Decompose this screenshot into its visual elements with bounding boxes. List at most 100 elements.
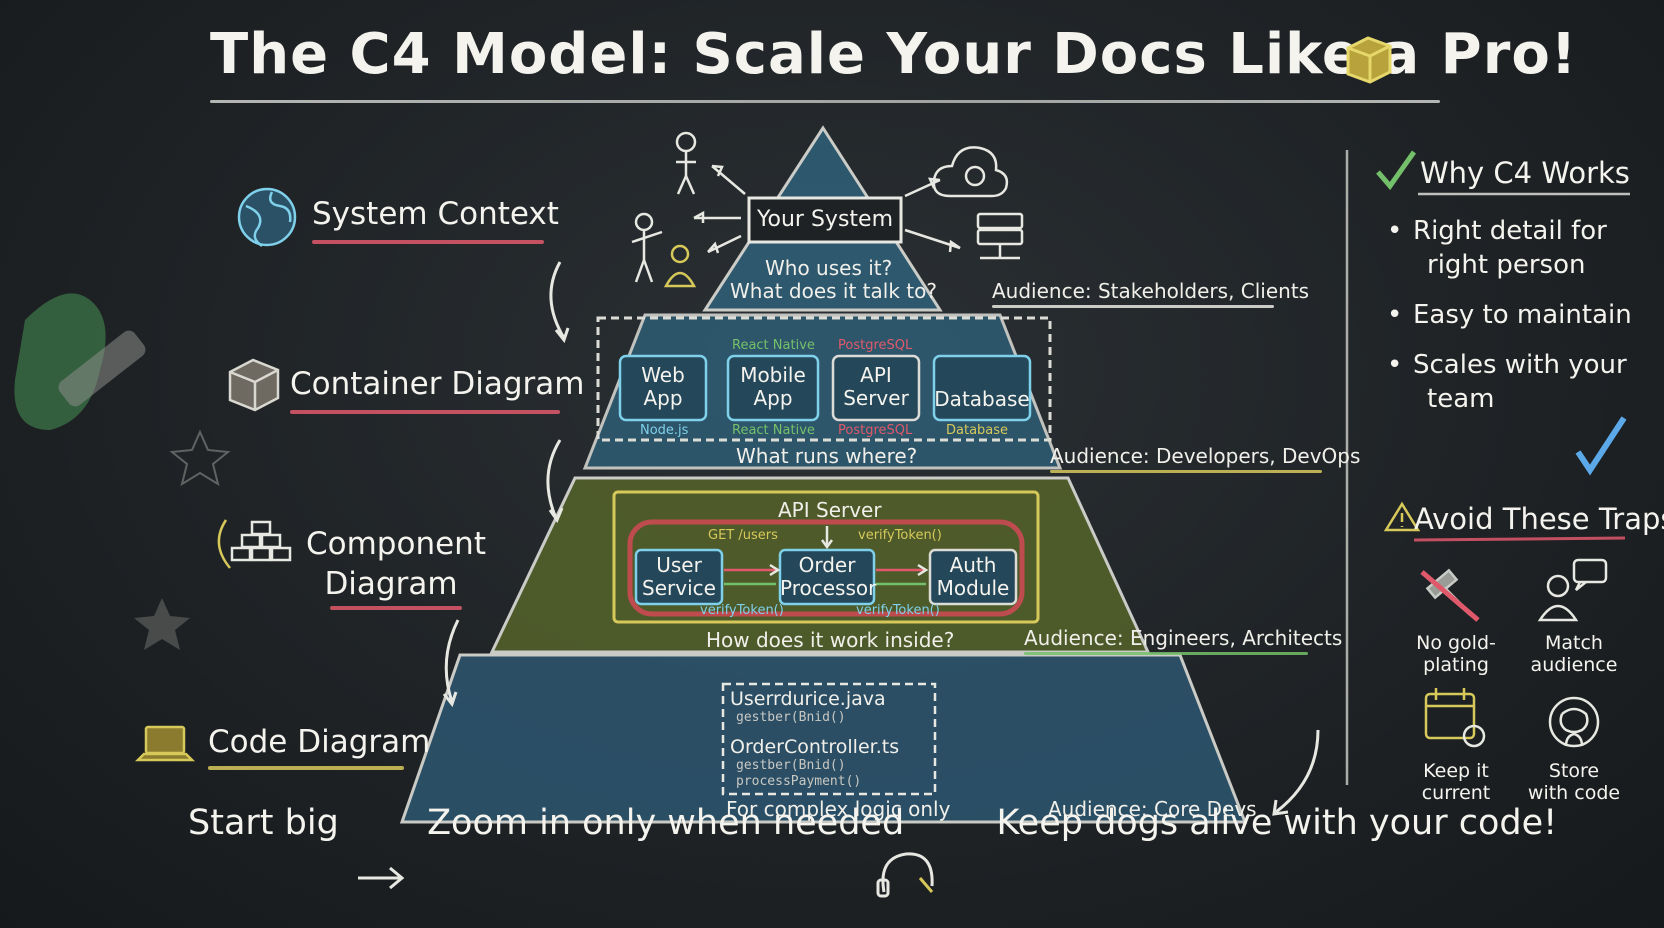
container-web-label: Web App	[620, 364, 706, 410]
component-inner-boundary	[627, 519, 1025, 617]
component-audience-underline	[1024, 652, 1308, 655]
why-heading: Why C4 Works	[1420, 156, 1630, 190]
trap-2-line-2: audience	[1530, 654, 1618, 676]
container-audience: Audience: Developers, DevOps	[1050, 444, 1361, 468]
trap-store-with-code: Store with code	[1514, 760, 1634, 804]
footer-tagline: Start big Zoom in only when needed Keep …	[188, 803, 1557, 843]
code-note: For complex logic only	[726, 797, 951, 821]
container-box-api	[831, 354, 921, 422]
footer-part-3: Keep dogs alive with your code!	[996, 803, 1558, 843]
your-system-box	[747, 196, 903, 244]
context-question-1: Who uses it?	[765, 256, 893, 280]
component-user-line-2: Service	[642, 576, 716, 600]
user-person-icon	[663, 244, 697, 288]
container-database-bottom-tech: Database	[946, 423, 1009, 438]
container-api-top-tech: PostgreSQL	[838, 338, 913, 353]
user-stick-figure	[631, 131, 697, 283]
pyramid-level-container	[582, 313, 1063, 470]
cube-icon	[1346, 36, 1392, 84]
component-audience: Audience: Engineers, Architects	[1024, 626, 1343, 650]
why-bullet-1-line-1: Right detail for	[1413, 216, 1607, 246]
edge-label-verify-bottom-left: verifyToken()	[700, 603, 784, 618]
hammer-icon	[1420, 568, 1480, 622]
star-doodle-2	[134, 598, 190, 650]
trap-1-line-2: plating	[1423, 654, 1489, 676]
traps-heading: Avoid These Traps	[1414, 502, 1664, 536]
level-underline-system-context	[312, 240, 544, 244]
container-mobile-line-2: App	[753, 386, 793, 410]
arrow-right-icon	[358, 866, 405, 890]
zoom-arrows	[442, 261, 1320, 816]
container-web-line-1: Web	[641, 363, 685, 387]
globe-icon	[237, 187, 297, 248]
your-system-label: Your System	[757, 207, 893, 232]
edge-label-verify-top: verifyToken()	[858, 528, 942, 543]
trap-keep-current: Keep it current	[1396, 760, 1516, 804]
trap-3-line-1: Keep it	[1423, 760, 1489, 782]
component-box-auth	[928, 548, 1018, 606]
trap-4-line-2: with code	[1527, 782, 1621, 804]
level-label-container-diagram: Container Diagram	[290, 366, 585, 402]
check-icon	[1376, 150, 1417, 191]
component-user-line-1: User	[656, 553, 702, 577]
box-icon	[228, 358, 280, 412]
level-underline-component-diagram	[330, 606, 462, 610]
context-audience: Audience: Stakeholders, Clients	[992, 279, 1310, 303]
code-boundary	[721, 682, 937, 796]
edge-label-get-users: GET /users	[708, 528, 778, 543]
cloud-gear-icon	[932, 146, 1009, 198]
why-bullet-3-line-2: team	[1427, 384, 1495, 414]
container-mobile-line-1: Mobile	[740, 363, 806, 387]
edge-label-verify-bottom-right: verifyToken()	[856, 603, 940, 618]
context-audience-underline	[992, 305, 1274, 308]
why-bullet-1: Right detail for right person	[1387, 214, 1607, 282]
trap-3-line-2: current	[1421, 782, 1491, 804]
trap-no-gold-plating: No gold- plating	[1396, 632, 1516, 676]
component-box-user	[634, 548, 724, 606]
code-file-2: OrderController.ts	[730, 736, 900, 758]
trap-2-line-1: Match	[1545, 632, 1603, 654]
container-audience-underline	[1050, 470, 1322, 473]
container-api-line-2: Server	[843, 386, 909, 410]
star-doodle-1	[169, 429, 231, 487]
footer-part-2: Zoom in only when needed	[427, 803, 905, 843]
context-question-2: What does it talk to?	[730, 279, 937, 303]
big-check-icon	[1575, 416, 1627, 476]
trap-4-line-1: Store	[1548, 760, 1600, 782]
container-database-label: Database	[934, 387, 1030, 411]
why-bullet-3-line-1: Scales with your	[1413, 350, 1627, 380]
component-arrows	[724, 526, 929, 586]
why-bullet-1-line-2: right person	[1427, 250, 1586, 280]
container-boundary	[596, 316, 1052, 442]
container-api-bottom-tech: PostgreSQL	[838, 423, 913, 438]
container-web-bottom-tech: Node.js	[640, 423, 689, 438]
level-label-system-context: System Context	[312, 196, 559, 232]
level-label-component-text: Component Diagram	[306, 526, 486, 602]
container-mobile-bottom-tech: React Native	[732, 423, 815, 438]
trap-match-audience: Match audience	[1514, 632, 1634, 676]
why-bullet-2: Easy to maintain	[1387, 298, 1632, 332]
level-label-code-diagram: Code Diagram	[208, 724, 431, 760]
component-auth-line-1: Auth	[949, 553, 997, 577]
person-chat-icon	[1537, 558, 1608, 622]
github-icon	[1548, 696, 1600, 748]
component-order-line-2: Processor	[780, 576, 877, 600]
container-web-line-2: App	[643, 386, 683, 410]
laptop-icon	[134, 725, 196, 762]
level-underline-code-diagram	[208, 766, 404, 770]
container-question: What runs where?	[736, 444, 918, 468]
component-auth-line-2: Module	[936, 576, 1010, 600]
code-audience: Audience: Core Devs	[1048, 797, 1257, 821]
component-boundary	[612, 490, 1040, 624]
code-file-2-method-2: processPayment()	[736, 774, 862, 789]
pyramid-level-code	[399, 653, 1248, 824]
title-underline	[210, 100, 1440, 103]
calendar-icon	[1424, 688, 1486, 748]
traps-underline	[1413, 536, 1626, 542]
container-mobile-label: Mobile App	[728, 364, 818, 410]
component-boundary-label: API Server	[778, 498, 882, 522]
trap-1-line-1: No gold-	[1416, 632, 1496, 654]
code-file-1-method: gestber(Bnid()	[736, 710, 846, 725]
headphones-icon	[876, 852, 934, 898]
